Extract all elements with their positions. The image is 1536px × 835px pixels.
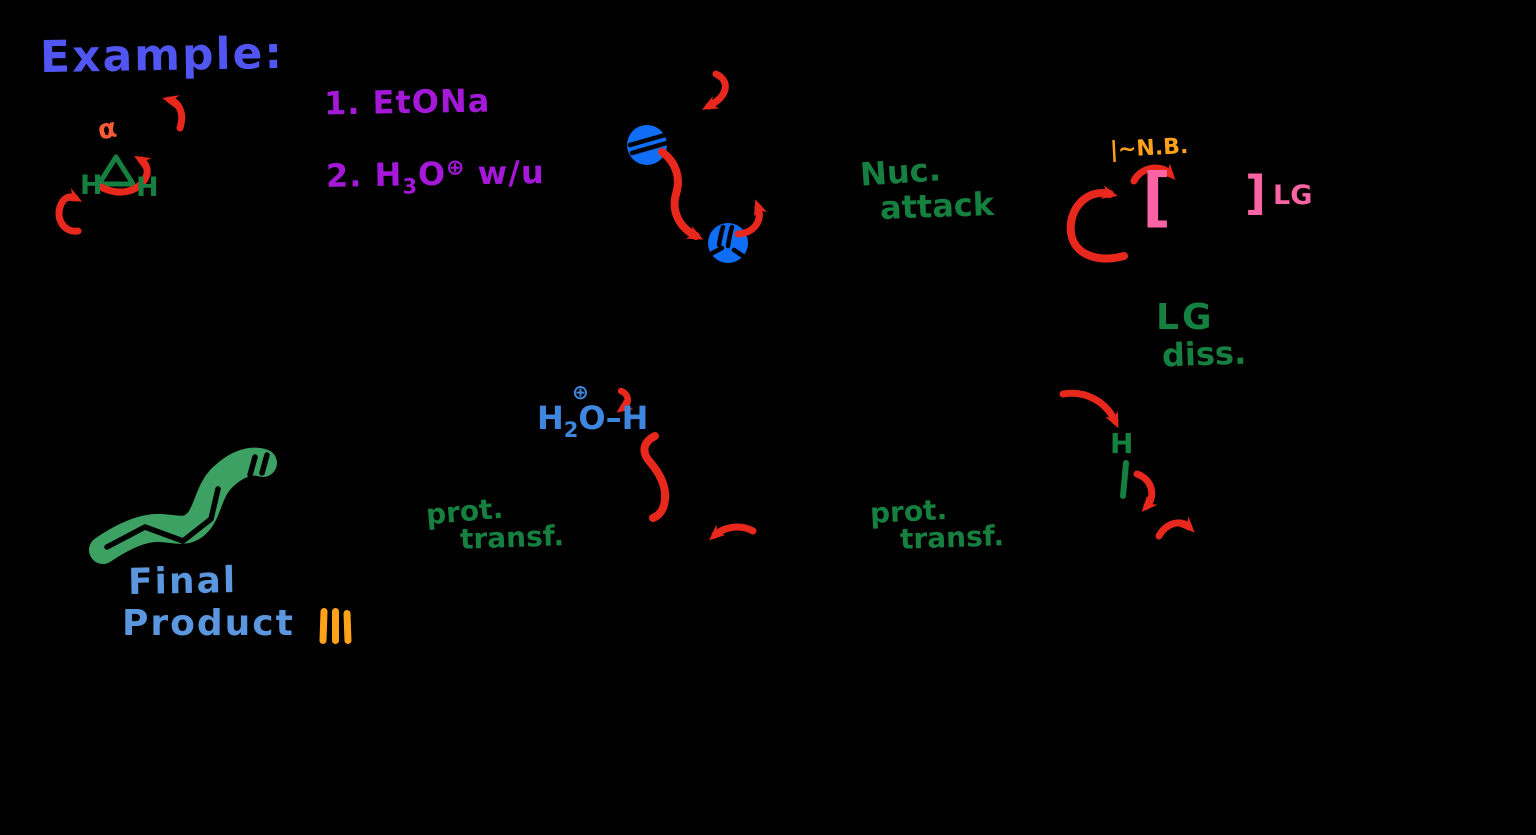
curved-arrow-over-bracket [1130, 163, 1176, 185]
step2-prefix: 2. H [325, 155, 403, 195]
nuc-attack-label-line1: Nuc. [858, 150, 942, 194]
curved-arrow-lg-dissociation [1059, 389, 1119, 429]
tally-bar [319, 607, 328, 645]
curved-arrow-deprotonation [616, 387, 634, 413]
nuc-attack-label-line2: attack [879, 185, 995, 227]
bond-mark-circle1-b [629, 140, 670, 156]
final-product-double-bond [211, 513, 235, 533]
bracket-left: [ [1142, 161, 1172, 235]
hydronium-oxygen: O [578, 399, 606, 437]
nb-note-label: |~N.B. [1109, 133, 1189, 164]
bond-mark-circle2-a [716, 224, 726, 248]
bond-line-h [1120, 460, 1129, 499]
bond-mark-circle2-b [725, 224, 735, 249]
curved-arrow-ring-opening [97, 155, 152, 196]
tally-bar [332, 608, 339, 644]
tally-marks-icon [319, 607, 352, 645]
hydrogen-transfer-label: H [1110, 427, 1134, 460]
hydrogen-label-right: H [136, 172, 159, 203]
curved-arrow-proton-transfer-head [709, 523, 757, 541]
final-product-label-line1: Final [127, 560, 238, 603]
reagent-step-2: 2. H3O⊕ w/u [325, 153, 546, 199]
page-title: Example: [39, 27, 285, 84]
bond-mark-circle1-a [627, 132, 668, 148]
hydronium-subscript: 2 [563, 418, 579, 442]
epoxide-triangle [96, 154, 136, 187]
curved-arrow-proton-transfer-tail [640, 432, 670, 522]
bracket-right: ] [1245, 166, 1267, 220]
curved-arrow-example-bottom [55, 188, 83, 235]
curved-arrow-nucleophile-attack [658, 148, 704, 240]
prot-transf-left-line2: transf. [459, 519, 565, 556]
bond-mark-circle2-d [731, 247, 752, 263]
bond-mark-circle2-c [704, 245, 725, 259]
plus-charge-icon: ⊕ [445, 155, 466, 181]
tally-bar [343, 609, 352, 645]
lg-diss-label-line2: diss. [1161, 333, 1247, 375]
final-product-top-bond-a [247, 454, 258, 478]
hydronium-formula: H2O–H [537, 402, 648, 441]
curved-arrow-h-shift [1133, 470, 1158, 512]
curved-arrow-bottom-right [1155, 516, 1195, 540]
lg-diss-label-line1: LG [1156, 297, 1215, 338]
hydronium-h2: H [621, 399, 649, 437]
step2-oxygen: O [417, 154, 447, 194]
final-product-label-line2: Product [122, 603, 295, 644]
hydrogen-label-left: H [80, 170, 103, 201]
final-product-top-bond-b [259, 452, 270, 476]
final-product-skeleton [104, 486, 221, 550]
curved-arrow-lg-loop [1066, 185, 1128, 263]
lg-label: LG [1273, 180, 1313, 211]
reagent-step-1: 1. EtONa [323, 81, 491, 123]
step2-subscript: 3 [402, 174, 419, 199]
hydronium-h1: H [537, 399, 564, 437]
curved-arrow-into-structure [701, 70, 729, 110]
curved-arrow-beside-circle2 [734, 199, 768, 238]
hydronium-bond: – [605, 399, 622, 437]
plus-charge-icon: ⊕ [572, 380, 589, 404]
prot-transf-right-line2: transf. [899, 519, 1005, 556]
curved-arrow-example-top [162, 95, 186, 132]
step2-suffix: w/u [465, 153, 546, 193]
